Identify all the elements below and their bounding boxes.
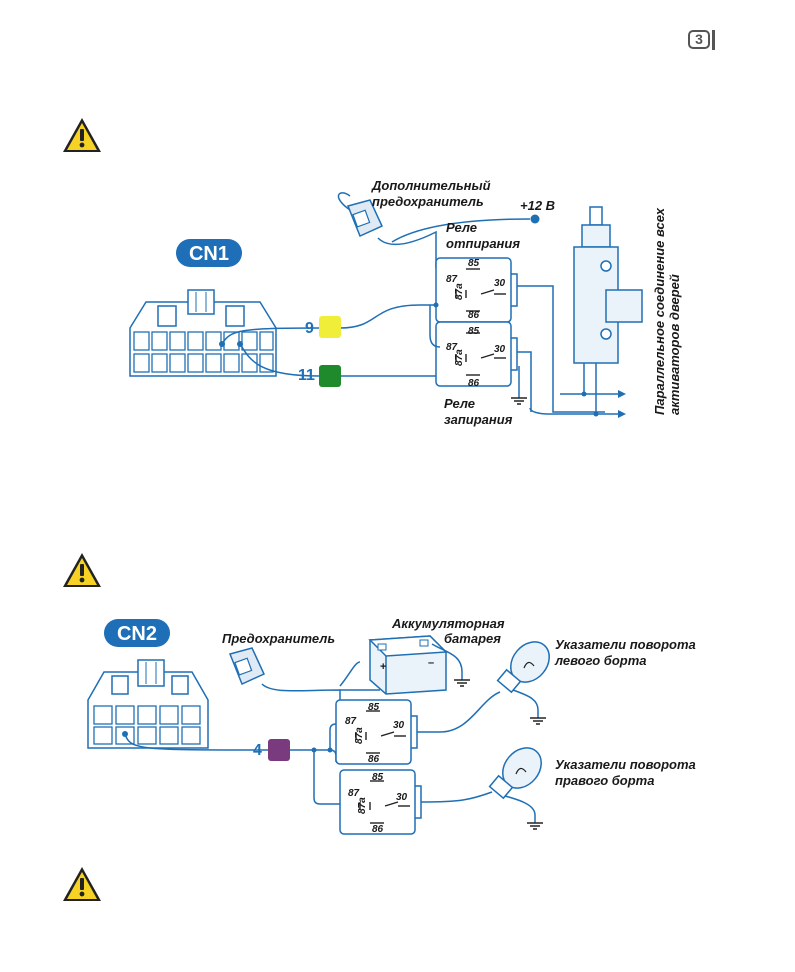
svg-text:86: 86: [368, 754, 380, 765]
svg-text:85: 85: [368, 702, 380, 713]
extra-fuse-label-2: предохранитель: [372, 194, 484, 209]
bulb-right-icon: [488, 747, 542, 800]
relay-unlock-label-2: отпирания: [446, 236, 520, 251]
svg-text:87: 87: [345, 716, 357, 727]
svg-text:30: 30: [494, 344, 506, 355]
door-actuator-icon: [573, 206, 643, 414]
relay-lock-label-1: Реле: [444, 396, 475, 411]
bulb-left-icon: [496, 641, 550, 694]
relay-lock-label-2: запирания: [444, 412, 513, 427]
fuse-label: Предохранитель: [222, 631, 335, 646]
pin-11-swatch: [319, 365, 341, 387]
svg-text:85: 85: [468, 258, 480, 269]
warning-triangle-icon: [63, 553, 101, 587]
cn1-label: CN1: [189, 243, 229, 265]
cn2-connector: [87, 659, 209, 749]
svg-text:87a: 87a: [454, 349, 465, 366]
parallel-label-2: активаторов дверей: [667, 274, 682, 415]
svg-text:86: 86: [372, 824, 384, 835]
ground-icon: [453, 671, 471, 687]
cn2-label: CN2: [117, 623, 157, 645]
right-signal-label-1: Указатели поворота: [555, 757, 696, 772]
fuse-icon: [229, 647, 265, 685]
battery-label-1: Аккумуляторная: [391, 616, 505, 631]
cn2-badge: [104, 619, 170, 647]
svg-text:85: 85: [372, 772, 384, 783]
svg-text:+: +: [380, 661, 386, 673]
svg-text:85: 85: [468, 326, 480, 337]
cn1-connector: [129, 289, 277, 377]
pin-11-label: 11: [298, 367, 315, 384]
diagram-central-locking: CN1 9: [129, 178, 682, 427]
pin-4-swatch: [268, 739, 290, 761]
svg-text:3: 3: [695, 31, 703, 47]
svg-text:87: 87: [446, 274, 458, 285]
extra-fuse-label-1: Дополнительный: [371, 178, 491, 193]
diagram-turn-signals: CN2 4 Предохранит: [87, 616, 696, 835]
page-number: 3: [688, 30, 715, 50]
svg-text:30: 30: [396, 792, 408, 803]
left-signal-label-1: Указатели поворота: [555, 637, 696, 652]
warning-triangle-icon: [63, 118, 101, 152]
left-signal-label-2: левого борта: [554, 653, 647, 668]
right-signal-label-2: правого борта: [555, 773, 654, 788]
svg-text:30: 30: [494, 278, 506, 289]
relay-unlock-label-1: Реле: [446, 220, 477, 235]
ground-icon: [526, 814, 544, 830]
ground-icon: [510, 389, 528, 405]
svg-text:87a: 87a: [454, 283, 465, 300]
pin-4-label: 4: [253, 742, 262, 759]
svg-text:87a: 87a: [357, 797, 368, 814]
pin-9-swatch: [319, 316, 341, 338]
plus12-label: +12 В: [520, 198, 555, 213]
ground-icon: [529, 709, 547, 725]
battery-label-2: батарея: [444, 631, 501, 646]
pin-9-label: 9: [305, 320, 314, 337]
svg-text:86: 86: [468, 310, 480, 321]
cn1-badge: [176, 239, 242, 267]
svg-text:86: 86: [468, 378, 480, 389]
svg-text:30: 30: [393, 720, 405, 731]
svg-text:87: 87: [446, 342, 458, 353]
battery-icon: + –: [368, 635, 448, 695]
svg-text:87: 87: [348, 788, 360, 799]
svg-text:87a: 87a: [354, 727, 365, 744]
warning-triangle-icon: [63, 867, 101, 901]
svg-text:–: –: [428, 657, 434, 669]
parallel-label-1: Параллельное соединение всех: [652, 207, 667, 415]
